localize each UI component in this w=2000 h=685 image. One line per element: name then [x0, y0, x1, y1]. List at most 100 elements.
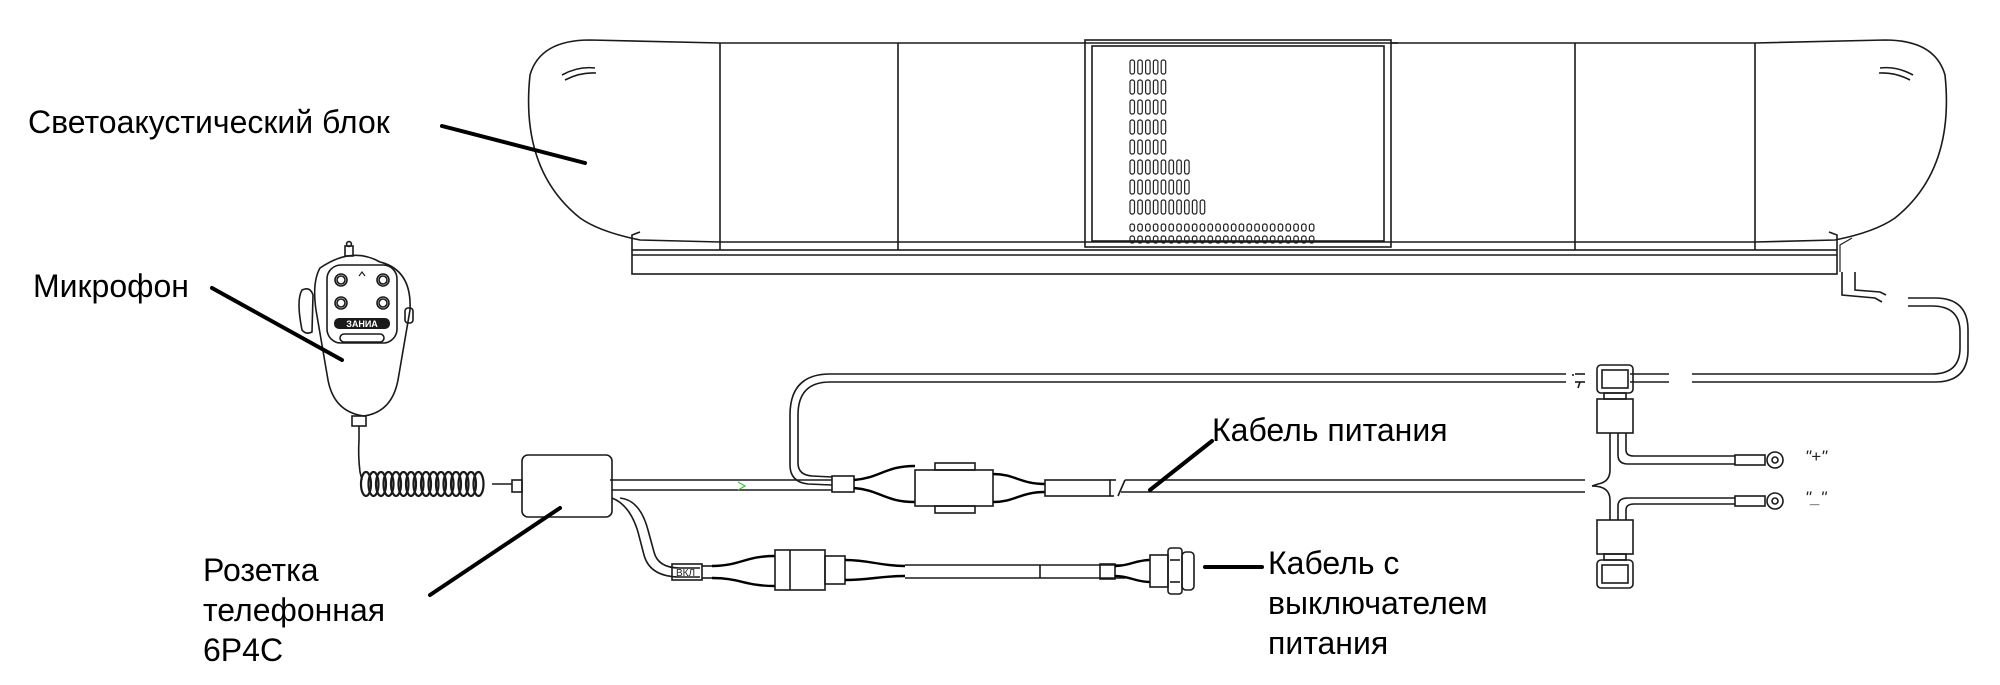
microphone-coiled-cord: [359, 470, 485, 498]
grille-slot: [1137, 79, 1143, 95]
grille-slot: [1207, 235, 1214, 244]
grille-slot: [1176, 199, 1182, 215]
leader-phone-socket: [428, 506, 562, 597]
grille-slot: [1269, 235, 1276, 244]
power-cable: [610, 462, 1585, 514]
grille-slot: [1160, 179, 1167, 195]
grille-slot: [1254, 235, 1260, 244]
grille-slot: [1269, 223, 1276, 232]
grille-slot: [1293, 235, 1299, 244]
grille-slot: [1129, 235, 1136, 244]
grille-slot: [1152, 223, 1159, 232]
label-phone-socket-line2: телефонная: [203, 592, 386, 628]
grille-slot: [1277, 223, 1284, 232]
grille-slot: [1129, 99, 1136, 115]
grille-slot: [1129, 179, 1136, 195]
grille-slot: [1199, 235, 1206, 244]
grille-slot: [1300, 223, 1307, 232]
grille-slot: [1199, 199, 1206, 215]
grille-slot: [1160, 119, 1167, 135]
coil-loop: [457, 470, 470, 498]
label-switch-cable-line2: выключателем: [1268, 585, 1488, 621]
grille-slot: [1183, 159, 1190, 175]
grille-slot: [1144, 199, 1151, 215]
grille-slot: [1230, 223, 1237, 232]
grille-slot: [1152, 139, 1159, 155]
grille-slot: [1144, 159, 1151, 175]
grille-slot: [1238, 235, 1245, 244]
grille-slot: [1300, 235, 1307, 244]
grille-slot: [1254, 223, 1260, 232]
grille-slot: [1246, 235, 1253, 244]
coil-loop: [449, 470, 463, 498]
grille-slot: [1222, 223, 1229, 232]
grille-slot: [1183, 179, 1190, 195]
coil-loop: [397, 470, 410, 498]
grille-slot: [1129, 159, 1136, 175]
label-power-cable: Кабель питания: [1212, 412, 1448, 448]
grille-slot: [1160, 223, 1167, 232]
grille-slot: [1152, 159, 1159, 175]
grille-slot: [1129, 199, 1136, 215]
grille-slot: [1183, 235, 1190, 244]
coil-loop: [419, 470, 433, 498]
grille-slot: [1129, 79, 1136, 95]
grille-slot: [1168, 223, 1175, 232]
grille-slot: [1137, 119, 1143, 135]
label-switch-cable-line3: питания: [1268, 625, 1389, 661]
grille-slot: [1152, 199, 1159, 215]
grille-slot: [1308, 223, 1315, 232]
leader-microphone: [210, 286, 344, 362]
grille-slot: [1207, 223, 1214, 232]
label-switch-cable: Кабель с выключателем питания: [1268, 543, 1488, 663]
grille-slot: [1160, 59, 1167, 75]
grille-slot: [1191, 199, 1198, 215]
lightbar-cable: [789, 272, 1969, 486]
grille-slot: [1285, 235, 1292, 244]
grille-slot: [1129, 119, 1136, 135]
grille-slot: [1199, 223, 1206, 232]
coil-loop: [472, 470, 485, 498]
grille-slot: [1222, 235, 1229, 244]
grille-slot: [1152, 119, 1159, 135]
grille-slot: [1137, 199, 1143, 215]
grille-slot: [1144, 139, 1151, 155]
grille-slot: [1144, 59, 1151, 75]
coil-loop: [412, 470, 425, 498]
label-light-unit: Светоакустический блок: [28, 104, 390, 140]
grille-slot: [1176, 223, 1182, 232]
grille-slot: [1160, 235, 1167, 244]
grille-slot: [1137, 99, 1143, 115]
grille-slot: [1160, 139, 1167, 155]
coil-loop: [442, 470, 455, 498]
grille-slot: [1152, 99, 1159, 115]
grille-slot: [1137, 235, 1143, 244]
grille-slot: [1144, 99, 1151, 115]
grille-slot: [1191, 223, 1198, 232]
grille-slot: [1137, 139, 1143, 155]
terminal-minus: [1734, 492, 1784, 510]
grille-slot: [1285, 223, 1292, 232]
grille-slot: [1152, 235, 1159, 244]
grille-slot: [1129, 223, 1136, 232]
grille-slot: [1183, 199, 1190, 215]
coil-loop: [382, 470, 395, 498]
grille-slot: [1152, 79, 1159, 95]
grille-slot: [1137, 159, 1143, 175]
grille-slot: [1277, 235, 1284, 244]
grille-slot: [1230, 235, 1237, 244]
coil-loop: [374, 470, 388, 498]
microphone: ЗАНИА: [298, 240, 414, 481]
coil-loop: [464, 470, 478, 498]
fuse-holder-top: [1591, 364, 1735, 487]
grille-slot: [1137, 59, 1143, 75]
phone-socket: [511, 454, 613, 518]
grille-slot: [1129, 139, 1136, 155]
grille-slot: [1137, 223, 1143, 232]
label-phone-socket-line1: Розетка: [203, 552, 319, 588]
grille-slot: [1176, 159, 1182, 175]
grille-slot: [1152, 59, 1159, 75]
grille-slot: [1160, 99, 1167, 115]
light-bar: [527, 39, 1948, 275]
